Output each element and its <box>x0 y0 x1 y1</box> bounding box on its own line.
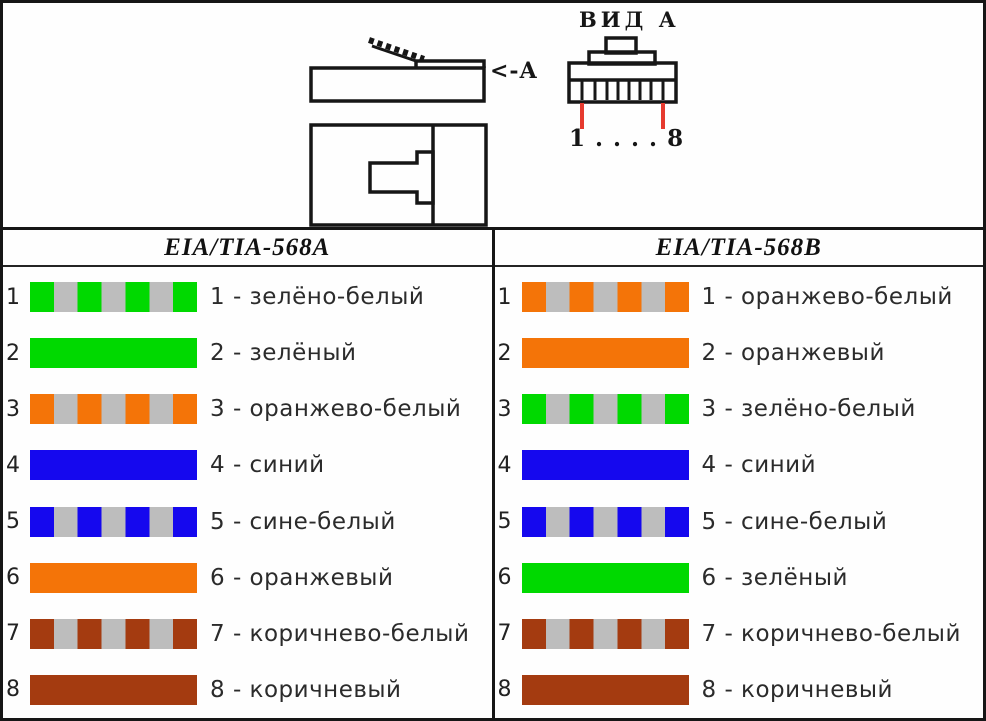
wire-name-label: 4 - синий <box>701 452 817 479</box>
wire-row: 4 4 - синий <box>495 437 984 493</box>
wire-row: 3 3 - оранжево-белый <box>3 381 492 437</box>
wire-color-bar <box>30 450 197 481</box>
wire-name-label: 8 - коричневый <box>701 676 894 703</box>
pin-number: 6 <box>497 565 512 591</box>
view-a-label: ВИД А <box>579 7 680 32</box>
arrow-a-label: <-A <box>490 58 538 84</box>
rj45-bottom-view <box>309 123 488 227</box>
wire-row: 6 6 - оранжевый <box>3 550 492 606</box>
wire-color-bar <box>521 338 689 369</box>
plug-body-front <box>567 61 678 104</box>
pin-number: 3 <box>6 396 20 422</box>
wire-color-bar <box>30 674 197 705</box>
pin-number: 5 <box>497 509 512 535</box>
wire-name-label: 2 - оранжевый <box>701 340 885 367</box>
wire-color-bar <box>30 394 197 425</box>
pin-numbers-label: 1 . . . . 8 <box>569 125 685 152</box>
wire-row: 7 7 - коричнево-белый <box>495 606 984 662</box>
wiring-table: EIA/TIA-568A 1 1 - зелёно-белый 2 2 - зелён… <box>3 230 983 718</box>
wire-color-bar <box>521 282 689 313</box>
wire-name-label: 6 - зелёный <box>701 564 848 591</box>
wire-color-bar <box>521 562 689 593</box>
wire-color-bar <box>30 338 197 369</box>
wire-name-label: 5 - сине-белый <box>210 508 396 535</box>
connector-drawings-section: ВИД А <-A 1 . . . . 8 <box>3 3 983 230</box>
wire-color-bar <box>521 394 689 425</box>
wire-row: 5 5 - сине-белый <box>3 494 492 550</box>
wire-row: 8 8 - коричневый <box>495 662 984 718</box>
rj45-connector-drawings <box>309 36 678 227</box>
wire-color-bar <box>521 450 689 481</box>
wire-row: 1 1 - зелёно-белый <box>3 269 492 325</box>
wire-name-label: 3 - оранжево-белый <box>210 396 462 423</box>
column-568a: EIA/TIA-568A 1 1 - зелёно-белый 2 2 - зелён… <box>3 230 495 718</box>
wire-color-bar <box>30 282 197 313</box>
pin-number: 7 <box>6 621 20 647</box>
wire-name-label: 2 - зелёный <box>210 340 357 367</box>
pin-number: 8 <box>497 677 512 703</box>
rj45-side-view <box>309 37 486 103</box>
plug-plan-latch <box>368 150 435 205</box>
wire-row: 2 2 - зелёный <box>3 325 492 381</box>
pin-number: 1 <box>497 284 512 310</box>
wire-color-bar <box>30 562 197 593</box>
pin-number: 2 <box>497 340 512 366</box>
contact-pins <box>580 80 665 100</box>
wire-name-label: 7 - коричнево-белый <box>701 620 961 647</box>
wire-color-bar <box>30 618 197 649</box>
wire-name-label: 8 - коричневый <box>210 676 402 703</box>
latch-arm-serrated <box>368 37 425 62</box>
column-568a-rows: 1 1 - зелёно-белый 2 2 - зелёный 3 3 - оранже… <box>3 267 492 718</box>
pin-number: 6 <box>6 565 20 591</box>
wire-row: 8 8 - коричневый <box>3 662 492 718</box>
wire-name-label: 7 - коричнево-белый <box>210 620 470 647</box>
wire-row: 4 4 - синий <box>3 437 492 493</box>
pin-number: 8 <box>6 677 20 703</box>
pin-number: 5 <box>6 509 20 535</box>
plug-body-side <box>309 66 486 103</box>
pin-number: 3 <box>497 396 512 422</box>
wire-row: 1 1 - оранжево-белый <box>495 269 984 325</box>
wire-color-bar <box>521 674 689 705</box>
latch-arm-lower <box>371 44 417 63</box>
wire-row: 6 6 - зелёный <box>495 550 984 606</box>
wire-name-label: 3 - зелёно-белый <box>701 396 916 423</box>
column-568b-rows: 1 1 - оранжево-белый 2 2 - оранжевый 3 3 - зе… <box>495 267 984 718</box>
wire-name-label: 4 - синий <box>210 452 325 479</box>
wire-color-bar <box>521 618 689 649</box>
column-568b: EIA/TIA-568B 1 1 - оранжево-белый 2 2 - ора… <box>494 230 984 718</box>
wire-name-label: 1 - зелёно-белый <box>210 284 425 311</box>
pin-number: 4 <box>497 452 512 478</box>
wire-row: 3 3 - зелёно-белый <box>495 381 984 437</box>
wire-name-label: 1 - оранжево-белый <box>701 284 953 311</box>
wire-row: 5 5 - сине-белый <box>495 494 984 550</box>
wire-name-label: 5 - сине-белый <box>701 508 888 535</box>
column-568a-header: EIA/TIA-568A <box>3 230 492 267</box>
wire-name-label: 6 - оранжевый <box>210 564 394 591</box>
pin-number: 4 <box>6 452 20 478</box>
column-568b-header: EIA/TIA-568B <box>494 230 983 267</box>
wire-color-bar <box>521 506 689 537</box>
rj45-front-view <box>567 36 678 129</box>
pin-number: 1 <box>6 284 20 310</box>
plug-body-plan <box>309 123 488 227</box>
wire-row: 7 7 - коричнево-белый <box>3 606 492 662</box>
plug-top-flat <box>414 59 486 68</box>
wire-color-bar <box>30 506 197 537</box>
wire-row: 2 2 - оранжевый <box>495 325 984 381</box>
pin-number: 7 <box>497 621 512 647</box>
pin-number: 2 <box>6 340 20 366</box>
